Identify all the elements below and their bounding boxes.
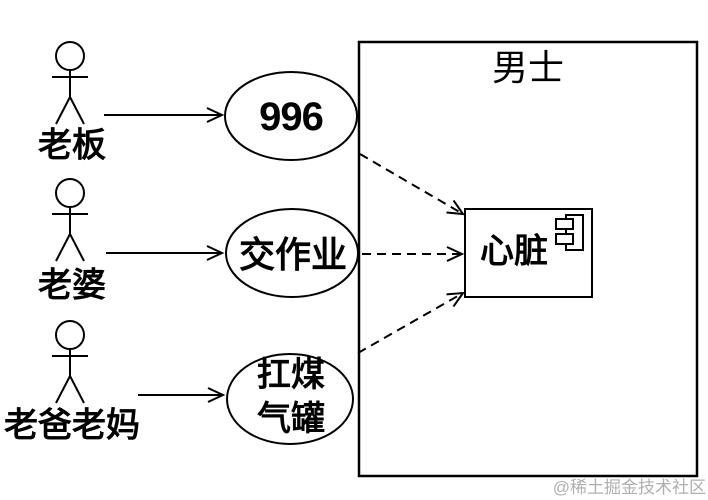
component-icon (555, 214, 584, 251)
actor-label-parents: 老爸老妈 (4, 406, 140, 445)
actor-boss-stick-figure-icon (52, 41, 88, 125)
system-boundary-box (357, 40, 699, 478)
use-case-label-homework: 交作业 (238, 234, 348, 276)
actor-wife-stick-figure-icon (52, 178, 88, 262)
dependency-arrow-996-heart (359, 153, 466, 216)
use-case-ellipse-homework (225, 208, 359, 298)
actor-label-wife: 老婆 (38, 266, 106, 305)
watermark-text: @稀土掘金技术社区 (552, 478, 706, 497)
use-case-label-gastank: 扛煤 气罐 (257, 356, 325, 438)
actor-label-boss: 老板 (38, 126, 106, 165)
dependency-arrow-gastank-heart (357, 291, 466, 354)
actor-parents-stick-figure-icon (52, 320, 88, 404)
use-case-label-996: 996 (259, 95, 324, 139)
component-label-heart: 心脏 (480, 232, 548, 271)
system-boundary-title: 男士 (491, 47, 565, 89)
use-case-ellipse-996 (224, 71, 358, 161)
use-case-ellipse-gastank (226, 353, 354, 445)
